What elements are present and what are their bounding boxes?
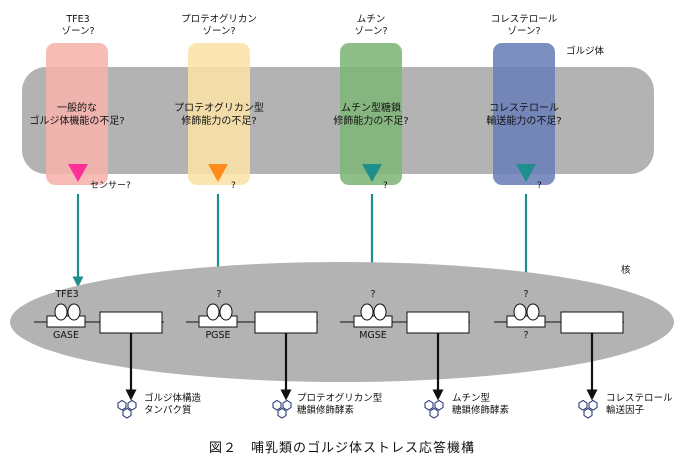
factor-label-proteoglycan: ? [216, 289, 222, 300]
sensor-label-cholesterol: ? [537, 181, 542, 191]
sensor-label-mucin: ? [383, 181, 388, 191]
protein-icon-mucin [424, 399, 444, 419]
deficiency-label-mucin: ムチン型糖鎖修飾能力の不足? [333, 103, 409, 127]
figure-caption: 図２ 哺乳類のゴルジ体ストレス応答機構 [208, 441, 475, 456]
zone-title-cholesterol: コレステロールゾーン? [490, 14, 558, 37]
zone-bar-proteoglycan [188, 43, 250, 185]
product-label-mucin: ムチン型糖鎖修飾酵素 [452, 393, 510, 416]
gene-unit-mucin [340, 303, 470, 334]
deficiency-label-tfe3: 一般的なゴルジ体機能の不足? [29, 103, 125, 127]
product-label-proteoglycan: プロテオグリカン型糖鎖修飾酵素 [297, 393, 383, 416]
sensor-label-tfe3: センサー? [90, 181, 131, 191]
enhancer-label-proteoglycan: PGSE [205, 330, 231, 341]
zone-bar-mucin [340, 43, 402, 185]
factor-label-tfe3: TFE3 [55, 289, 79, 300]
protein-icon-tfe3 [117, 399, 137, 419]
enhancer-label-mucin: MGSE [359, 330, 387, 341]
sensor-triangle-cholesterol [516, 164, 536, 182]
protein-icon-proteoglycan [272, 399, 292, 419]
sensor-label-proteoglycan: ? [231, 181, 236, 191]
zone-title-mucin: ムチンゾーン? [354, 14, 388, 37]
gene-unit-cholesterol [494, 303, 624, 334]
enhancer-label-tfe3: GASE [53, 330, 79, 341]
sensor-triangle-proteoglycan [208, 164, 228, 182]
zone-bar-cholesterol [493, 43, 555, 185]
gene-unit-proteoglycan [186, 303, 318, 334]
product-label-cholesterol: コレステロール輸送因子 [606, 393, 673, 416]
golgi-label: ゴルジ体 [566, 46, 605, 57]
enhancer-label-cholesterol: ? [523, 330, 529, 341]
gene-unit-tfe3 [34, 303, 164, 334]
zone-bar-tfe3 [46, 43, 108, 185]
deficiency-label-cholesterol: コレステロール輸送能力の不足? [486, 103, 562, 127]
product-label-tfe3: ゴルジ体構造タンパク質 [144, 393, 202, 416]
zone-title-proteoglycan: プロテオグリカンゾーン? [181, 14, 257, 37]
protein-icon-cholesterol [578, 399, 598, 419]
sensor-triangle-tfe3 [68, 164, 88, 182]
factor-label-cholesterol: ? [523, 289, 529, 300]
sensor-triangle-mucin [362, 164, 382, 182]
nucleus-label: 核 [621, 265, 631, 276]
factor-label-mucin: ? [370, 289, 376, 300]
deficiency-label-proteoglycan: プロテオグリカン型修飾能力の不足? [174, 103, 264, 127]
